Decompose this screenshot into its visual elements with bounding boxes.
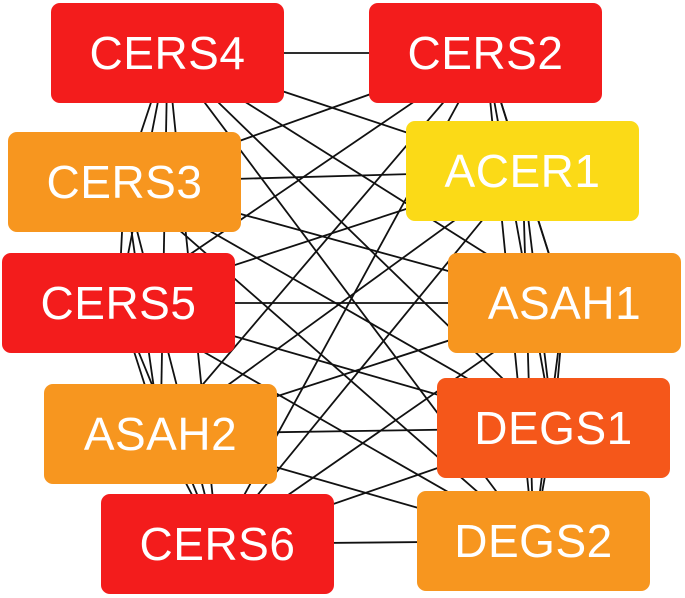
edge-cers2-degs1 bbox=[484, 52, 555, 429]
node-label: DEGS1 bbox=[474, 402, 633, 454]
node-label: ASAH1 bbox=[487, 277, 642, 329]
edge-cers4-asah2 bbox=[159, 52, 169, 435]
node-acer1[interactable]: ACER1 bbox=[406, 121, 639, 221]
node-cers2[interactable]: CERS2 bbox=[369, 3, 602, 103]
node-cers5[interactable]: CERS5 bbox=[2, 253, 235, 353]
node-cers3[interactable]: CERS3 bbox=[8, 132, 241, 232]
node-label: DEGS2 bbox=[454, 515, 613, 567]
edge-cers2-asah2 bbox=[159, 52, 487, 435]
node-label: CERS3 bbox=[46, 156, 203, 208]
node-degs2[interactable]: DEGS2 bbox=[417, 491, 650, 591]
edge-cers4-degs1 bbox=[166, 52, 555, 429]
edge-cers3-degs2 bbox=[123, 181, 535, 542]
node-cers6[interactable]: CERS6 bbox=[101, 494, 334, 594]
node-asah1[interactable]: ASAH1 bbox=[448, 253, 681, 353]
node-label: ASAH2 bbox=[83, 408, 238, 460]
node-asah2[interactable]: ASAH2 bbox=[44, 384, 277, 484]
node-label: CERS5 bbox=[40, 277, 197, 329]
node-label: CERS6 bbox=[139, 518, 296, 570]
node-cers4[interactable]: CERS4 bbox=[51, 3, 284, 103]
node-degs1[interactable]: DEGS1 bbox=[437, 378, 670, 478]
edge-acer1-cers6 bbox=[216, 170, 524, 545]
edge-acer1-degs2 bbox=[521, 170, 535, 542]
node-label: CERS2 bbox=[407, 27, 564, 79]
node-label: ACER1 bbox=[444, 145, 601, 197]
node-label: CERS4 bbox=[89, 27, 246, 79]
